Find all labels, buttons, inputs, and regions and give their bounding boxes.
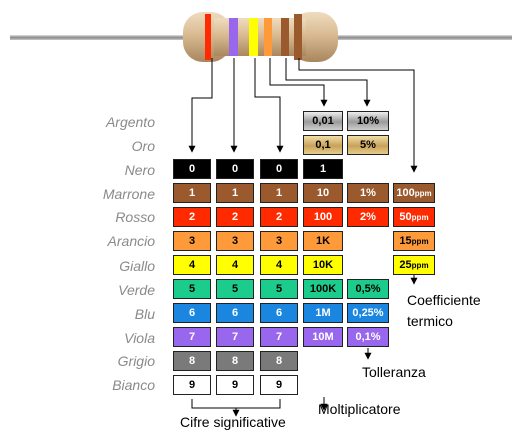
multiplier-cell-nero: 1 — [303, 159, 343, 179]
arrow-band-3 — [254, 58, 284, 153]
label-giallo: Giallo — [119, 258, 155, 274]
digit-cell-3-viola: 7 — [260, 327, 298, 347]
tempco-value: 25 — [399, 259, 412, 271]
resistor-band-6 — [294, 14, 302, 60]
label-verde: Verde — [118, 282, 155, 298]
resistor-band-2 — [229, 18, 238, 56]
digit-cell-2-bianco: 9 — [216, 375, 254, 395]
digit-cell-2-blu: 6 — [216, 303, 254, 323]
resistor-illustration — [10, 12, 512, 62]
digit-cell-2-marrone: 1 — [216, 183, 254, 203]
digit-cell-2-grigio: 8 — [216, 351, 254, 371]
multiplier-cell-viola: 10M — [303, 327, 343, 347]
tolerance-marrone: 1% — [347, 183, 389, 203]
digit-cell-3-blu: 6 — [260, 303, 298, 323]
digit-cell-3-giallo: 4 — [260, 255, 298, 275]
label-grigio: Grigio — [117, 353, 155, 369]
label-oro: Oro — [131, 138, 155, 154]
arrow-band-4 — [269, 58, 328, 107]
digit-cell-3-verde: 5 — [260, 279, 298, 299]
tolerance-argento: 10% — [347, 111, 389, 131]
caption-tempco-line2: termico — [407, 313, 453, 329]
label-viola: Viola — [124, 330, 155, 346]
tempco-unit: ppm — [414, 188, 432, 198]
digit-cell-1-giallo: 4 — [173, 255, 211, 275]
digit-cell-3-nero: 0 — [260, 159, 298, 179]
tempco-value: 50 — [399, 211, 412, 223]
tolerance-rosso: 2% — [347, 207, 389, 227]
arrow-band-5 — [285, 58, 371, 107]
label-nero: Nero — [124, 162, 155, 178]
digit-cell-1-bianco: 9 — [173, 375, 211, 395]
resistor-lead-right — [330, 35, 512, 40]
multiplier-cell-rosso: 100 — [303, 207, 343, 227]
multiplier-cell-giallo: 10K — [303, 255, 343, 275]
tempco-unit: ppm — [411, 212, 429, 222]
caption-multiplier: Moltiplicatore — [318, 401, 401, 417]
digit-cell-1-viola: 7 — [173, 327, 211, 347]
label-rosso: Rosso — [115, 209, 155, 225]
digit-cell-2-arancio: 3 — [216, 231, 254, 251]
multiplier-cell-blu: 1M — [303, 303, 343, 323]
resistor-band-3 — [249, 18, 258, 56]
label-blu: Blu — [134, 306, 155, 322]
digits-bracket — [191, 399, 281, 409]
resistor-band-1 — [205, 14, 211, 60]
digit-cell-3-arancio: 3 — [260, 231, 298, 251]
digit-cell-2-giallo: 4 — [216, 255, 254, 275]
tempco-unit: ppm — [411, 260, 429, 270]
multiplier-cell-argento: 0,01 — [303, 111, 343, 131]
digit-cell-1-rosso: 2 — [173, 207, 211, 227]
tolerance-viola: 0,1% — [347, 327, 389, 347]
multiplier-cell-marrone: 10 — [303, 183, 343, 203]
tolerance-oro: 5% — [347, 135, 389, 155]
multiplier-cell-verde: 100K — [303, 279, 343, 299]
digit-cell-1-nero: 0 — [173, 159, 211, 179]
resistor-band-4 — [264, 18, 272, 56]
digit-cell-2-verde: 5 — [216, 279, 254, 299]
multiplier-cell-oro: 0,1 — [303, 135, 343, 155]
arrow-band-1 — [188, 58, 213, 153]
tolerance-blu: 0,25% — [347, 303, 389, 323]
caption-digits: Cifre significative — [180, 414, 286, 430]
resistor-band-5 — [281, 18, 289, 56]
digit-cell-1-verde: 5 — [173, 279, 211, 299]
digit-cell-3-bianco: 9 — [260, 375, 298, 395]
digit-cell-2-nero: 0 — [216, 159, 254, 179]
digit-cell-3-rosso: 2 — [260, 207, 298, 227]
tempco-value: 100 — [396, 187, 415, 199]
multiplier-cell-arancio: 1K — [303, 231, 343, 251]
digit-cell-3-grigio: 8 — [260, 351, 298, 371]
digit-cell-1-grigio: 8 — [173, 351, 211, 371]
tolerance-verde: 0,5% — [347, 279, 389, 299]
label-bianco: Bianco — [112, 377, 155, 393]
digit-cell-1-blu: 6 — [173, 303, 211, 323]
tempco-unit: ppm — [411, 236, 429, 246]
arrow-band-6 — [298, 58, 418, 173]
digit-cell-1-arancio: 3 — [173, 231, 211, 251]
resistor-lead-left — [10, 35, 190, 40]
digit-cell-1-marrone: 1 — [173, 183, 211, 203]
digit-cell-3-marrone: 1 — [260, 183, 298, 203]
label-arancio: Arancio — [107, 233, 155, 249]
digit-cell-2-rosso: 2 — [216, 207, 254, 227]
digit-cell-2-viola: 7 — [216, 327, 254, 347]
caption-tempco-line1: Coefficiente — [407, 292, 481, 308]
caption-tolerance: Tolleranza — [362, 364, 426, 380]
label-argento: Argento — [105, 114, 155, 130]
tempco-value: 15 — [399, 235, 412, 247]
label-marrone: Marrone — [102, 186, 155, 202]
